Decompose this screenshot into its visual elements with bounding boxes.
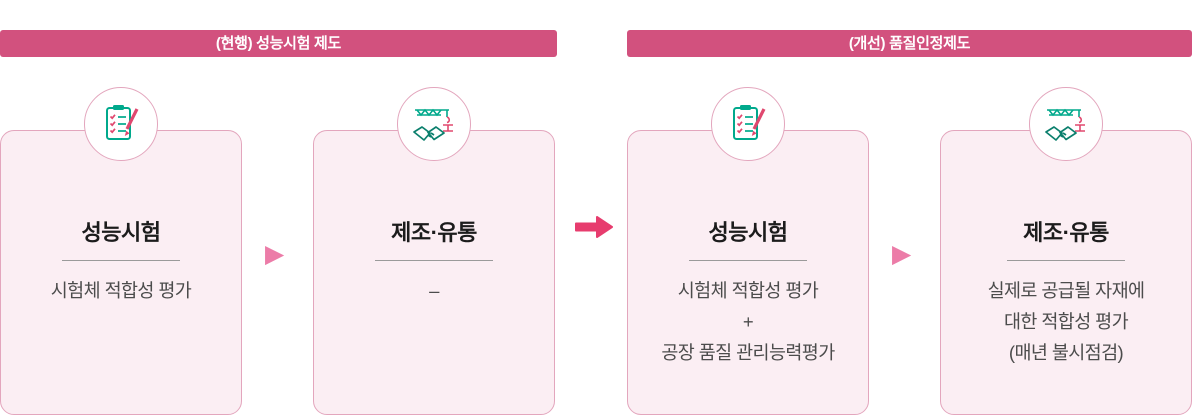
arrow-right-small-icon: ▶ (892, 240, 912, 268)
card-body-line: 실제로 공급될 자재에 (987, 280, 1145, 301)
arrow-right-big-icon (575, 213, 613, 246)
crane-handshake-icon (397, 87, 471, 161)
section-header-improved-label: (개선) 품질인정제도 (848, 35, 971, 52)
card-body-line: 시험체 적합성 평가 (677, 280, 819, 301)
card-body-line: 대한 적합성 평가 (1003, 311, 1129, 333)
section-header-current: (현행) 성능시험 제도 (0, 30, 557, 57)
card-body-line: 공장 품질 관리능력평가 (661, 342, 835, 364)
card-body: 시험체 적합성 평가 + 공장 품질 관리능력평가 (628, 275, 868, 368)
card-current-manufacturing: 제조·유통 – (313, 87, 555, 415)
card-current-performance-test: 성능시험 시험체 적합성 평가 (0, 87, 242, 415)
section-header-improved: (개선) 품질인정제도 (627, 30, 1192, 57)
card-title: 제조·유통 (1023, 220, 1109, 245)
card-improved-manufacturing: 제조·유통 실제로 공급될 자재에 대한 적합성 평가 (매년 불시점검) (940, 87, 1192, 415)
card-body: 시험체 적합성 평가 (1, 275, 241, 306)
checklist-icon (711, 87, 785, 161)
card-title: 성능시험 (708, 220, 788, 245)
title-divider (62, 260, 180, 261)
crane-handshake-icon (1029, 87, 1103, 161)
card-body: 실제로 공급될 자재에 대한 적합성 평가 (매년 불시점검) (941, 275, 1191, 368)
title-divider (375, 260, 493, 261)
title-divider (689, 260, 807, 261)
checklist-icon (84, 87, 158, 161)
arrow-right-small-icon: ▶ (265, 240, 285, 268)
card-title: 성능시험 (81, 220, 161, 245)
card-title: 제조·유통 (391, 220, 477, 245)
card-body: – (314, 275, 554, 306)
card-body-line: + (742, 311, 754, 333)
card-improved-performance-test: 성능시험 시험체 적합성 평가 + 공장 품질 관리능력평가 (627, 87, 869, 415)
card-body-line: 시험체 적합성 평가 (50, 280, 192, 301)
card-body-line: – (429, 280, 439, 301)
title-divider (1007, 260, 1125, 261)
section-header-current-label: (현행) 성능시험 제도 (215, 35, 342, 52)
card-body-line: (매년 불시점검) (1008, 342, 1124, 364)
